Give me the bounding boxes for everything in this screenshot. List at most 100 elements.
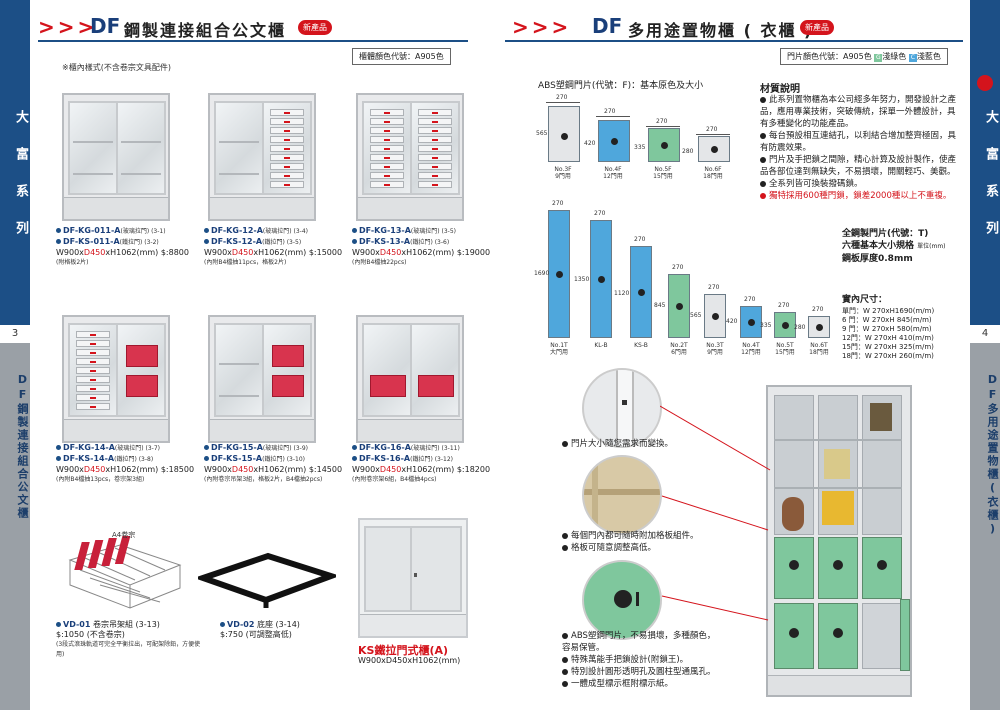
steel-dim-h-1: 1690 (534, 270, 550, 277)
abs-dim-w-2: 270 (604, 108, 616, 115)
feature-image-lock (582, 560, 662, 640)
steel-dim-h-6: 420 (726, 318, 738, 325)
material-item-4: 全系列皆可換裝撥碼鎖。 (760, 178, 960, 190)
feature-text-3: ABS塑鋼門片，不易損壞，多種顏色，容易保管。 特殊萬能手把鎖設計(附鎖王)。 … (562, 631, 716, 689)
material-item-3: 門片及手把鎖之間隙，精心計算及設計製作，使產品各部位達到無缺失，不易損壞，開關輕… (760, 155, 957, 177)
product-spec-5: DF-KG-15-A(玻璃拉門) (3-9) DF-KS-15-A(鐵拉門) (… (204, 443, 343, 483)
callout-lines (660, 405, 771, 621)
abs-door-4f (598, 120, 630, 162)
steel-dim-w-3: 270 (634, 236, 646, 243)
feature-image-shelf (582, 455, 662, 535)
abs-dimline-2 (596, 116, 630, 117)
abs-dim-w-3: 270 (656, 118, 668, 125)
abs-dim-w-4: 270 (706, 126, 718, 133)
right-sidebar-subtitle: DF多用途置物櫃(衣櫃) (970, 343, 1000, 710)
left-page-number: 3 (11, 328, 19, 339)
product-spec-6: DF-KG-16-A(玻璃拉門) (3-11) DF-KS-16-A(鐵拉門) … (352, 443, 491, 483)
right-chevrons-icon: > > > (512, 15, 568, 39)
left-brand: DF (90, 14, 121, 38)
right-brand: DF (592, 14, 623, 38)
material-item-1: 此系列置物櫃為本公司經多年努力，開發設計之產品，應用專業技術，突破傳統，採單一外… (760, 95, 957, 129)
abs-door-5f (648, 128, 680, 162)
ks-door-title: KS鐵拉門式櫃(A) (358, 644, 449, 657)
cabinet-image-3 (356, 93, 464, 221)
abs-dimline-4 (696, 134, 730, 135)
accessory-spec-1: VD-01 卷宗吊架組 (3-13) $:1050 (不含卷宗) (3段式滾珠軌… (56, 620, 201, 658)
steel-dim-w-5: 270 (708, 284, 720, 291)
steel-door-ksb (630, 246, 652, 338)
right-header-line (505, 40, 963, 42)
steel-dim-h-7: 335 (760, 322, 772, 329)
material-title: 材質說明 (760, 84, 800, 95)
inner-sizes: 實內尺寸： 單門：W 270xH1690(m/m) 6 門：W 270xH 84… (842, 295, 935, 361)
blue-swatch: C (908, 54, 917, 62)
steel-dim-w-8: 270 (812, 306, 824, 313)
left-sidebar-brand: 大富系列 (0, 0, 30, 325)
left-sidebar-brand-text: 大富系列 (13, 110, 28, 258)
abs-door-6f (698, 136, 730, 162)
cabinet-image-5 (208, 315, 316, 443)
steel-door-6t (808, 316, 830, 338)
steel-door-1t (548, 210, 570, 338)
cabinet-image-4 (62, 315, 170, 443)
ks-door-size: W900xD450xH1062(mm) (358, 656, 461, 665)
abs-doors-title: ABS塑鋼門片(代號：F)：基本原色及大小 (538, 81, 704, 91)
steel-caption-2: KL-B (594, 342, 608, 349)
feature-image-door-hinge (582, 368, 662, 448)
steel-door-4t (740, 306, 762, 338)
steel-caption-3: KS-B (634, 342, 648, 349)
right-sidebar-brand-text: 大富系列 (983, 110, 998, 258)
steel-dim-w-4: 270 (672, 264, 684, 271)
steel-dim-h-4: 845 (654, 302, 666, 309)
left-header-line (38, 40, 468, 42)
green-swatch: G (874, 54, 883, 62)
steel-dim-h-8: 280 (794, 324, 806, 331)
abs-dimline-1 (546, 102, 580, 103)
product-spec-3: DF-KG-13-A(玻璃拉門) (3-5) DF-KS-13-A(鐵拉門) (… (352, 226, 491, 266)
steel-dim-w-2: 270 (594, 210, 606, 217)
right-sidebar-brand: 大富系列 (970, 0, 1000, 325)
steel-info: 全鋼製門片(代號：T) 六種基本大小規格 單位(mm) 鋼板厚度0.8mm (842, 229, 946, 264)
material-item-red: 獨特採用600種門鎖，鎖差2000種以上不重複。 (760, 190, 960, 202)
product-spec-2: DF-KG-12-A(玻璃拉門) (3-4) DF-KS-12-A(鐵拉門) (… (204, 226, 343, 266)
left-new-badge: 新產品 (298, 20, 332, 35)
steel-door-5t (774, 312, 796, 338)
steel-dim-w-7: 270 (778, 302, 790, 309)
accessory-spec-2: VD-02 底座 (3-14) $:750 (可調整高低) (220, 620, 300, 639)
steel-dim-w-1: 270 (552, 200, 564, 207)
left-note: ※櫃內樣式(不含卷宗文具配件) (62, 63, 171, 72)
right-new-badge: 新產品 (800, 20, 834, 35)
steel-door-klb (590, 220, 612, 338)
steel-dim-h-3: 1120 (614, 290, 630, 297)
steel-dim-h-2: 1350 (574, 276, 590, 283)
abs-dim-h-2: 420 (584, 140, 596, 147)
tall-locker-image (766, 385, 912, 697)
product-spec-4: DF-KG-14-A(玻璃拉門) (3-7) DF-KS-14-A(鐵拉門) (… (56, 443, 195, 483)
abs-dim-h-3: 335 (634, 144, 646, 151)
feature-text-2: 每個門內都可隨時附加格板組件。 格板可隨意調整高低。 (562, 530, 699, 554)
left-sidebar-subtitle-text: DF鋼製連接組合公文櫃 (16, 373, 29, 520)
left-color-code: 櫃體顏色代號：A905色 (352, 48, 451, 65)
steel-door-2t (668, 274, 690, 338)
logo-icon (977, 75, 993, 91)
cabinet-image-1 (62, 93, 170, 221)
file-rack-image (60, 530, 200, 610)
material-item-2: 每台預設相互連結孔，以利結合增加整齊極固，具有防震效果。 (760, 131, 957, 153)
left-sidebar-subtitle: DF鋼製連接組合公文櫃 (0, 343, 30, 710)
ks-iron-door-cabinet-image (358, 518, 468, 638)
cabinet-image-6 (356, 315, 464, 443)
abs-dim-w-1: 270 (556, 94, 568, 101)
abs-dim-h-4: 280 (682, 148, 694, 155)
base-stand-image (193, 548, 341, 618)
steel-door-3t (704, 294, 726, 338)
product-spec-1: DF-KG-011-A(玻璃拉門) (3-1) DF-KS-011-A(鐵拉門)… (56, 226, 189, 266)
